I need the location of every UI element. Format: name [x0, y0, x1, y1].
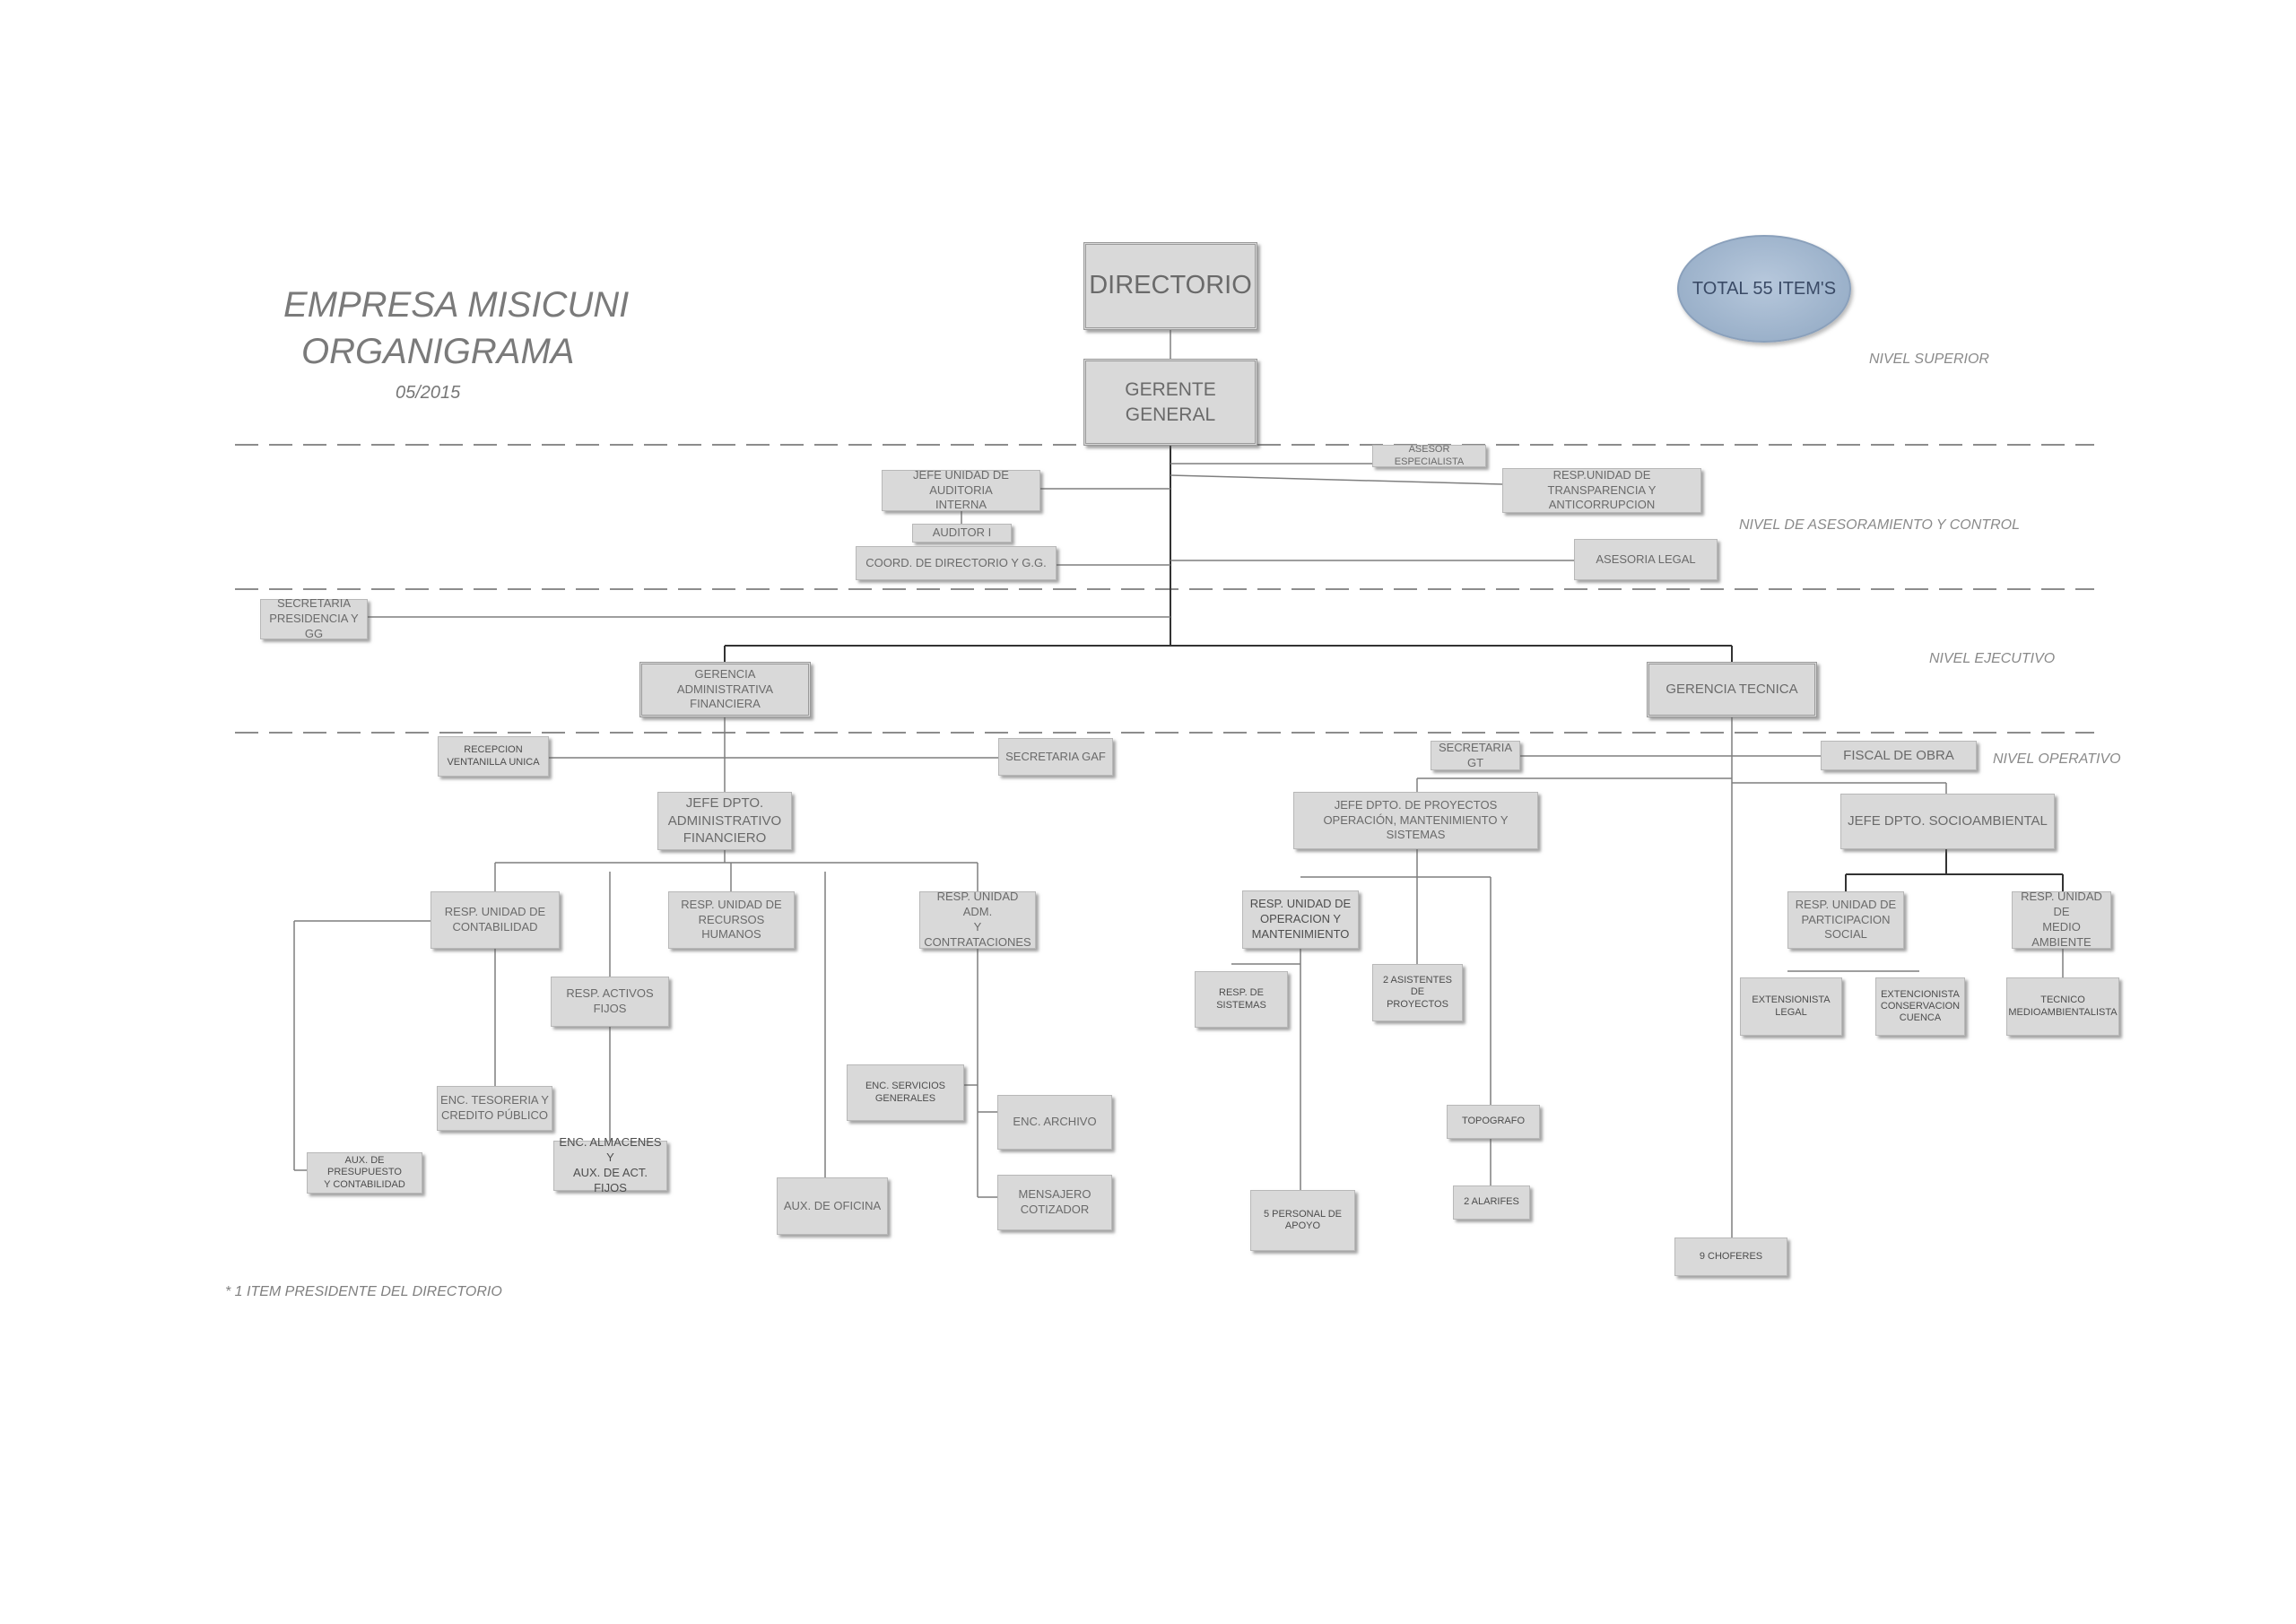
unit-gerente-general: GERENTE GENERAL	[1083, 359, 1257, 446]
unit-resp-activos-fijos: RESP. ACTIVOS FIJOS	[551, 977, 669, 1027]
unit-jefe-admin-financiero: JEFE DPTO. ADMINISTRATIVO FINANCIERO	[657, 792, 792, 850]
unit-aux-presupuesto: AUX. DE PRESUPUESTO Y CONTABILIDAD	[307, 1152, 422, 1194]
unit-fiscal-obra: FISCAL DE OBRA	[1821, 741, 1977, 770]
unit-jefe-socioambiental: JEFE DPTO. SOCIOAMBIENTAL	[1840, 794, 2055, 849]
unit-asistentes-proyectos: 2 ASISTENTES DE PROYECTOS	[1372, 964, 1463, 1021]
unit-resp-operacion-mantenimiento: RESP. UNIDAD DE OPERACION Y MANTENIMIENT…	[1242, 890, 1359, 949]
unit-resp-sistemas: RESP. DE SISTEMAS	[1195, 971, 1288, 1028]
unit-directorio: DIRECTORIO	[1083, 242, 1257, 330]
total-items-badge: TOTAL 55 ITEM'S	[1677, 235, 1851, 343]
chart-date: 05/2015	[396, 383, 461, 403]
unit-secretaria-gaf: SECRETARIA GAF	[998, 738, 1113, 776]
unit-gerencia-tecnica: GERENCIA TECNICA	[1647, 662, 1817, 717]
unit-topografo: TOPOGRAFO	[1447, 1105, 1540, 1139]
unit-resp-adm-contrataciones: RESP. UNIDAD ADM. Y CONTRATACIONES	[919, 890, 1036, 949]
unit-jefe-proyectos: JEFE DPTO. DE PROYECTOS OPERACIÓN, MANTE…	[1293, 792, 1538, 849]
unit-auditor: AUDITOR I	[912, 524, 1012, 543]
unit-enc-archivo: ENC. ARCHIVO	[997, 1095, 1112, 1150]
chart-title-line1: EMPRESA MISICUNI	[283, 285, 630, 325]
level-label-ejecutivo: NIVEL EJECUTIVO	[1929, 651, 2056, 666]
chart-title-line2: ORGANIGRAMA	[301, 332, 575, 371]
unit-recepcion: RECEPCION VENTANILLA UNICA	[438, 736, 549, 777]
unit-choferes: 9 CHOFERES	[1674, 1238, 1787, 1276]
unit-resp-participacion-social: RESP. UNIDAD DE PARTICIPACION SOCIAL	[1787, 891, 1904, 949]
unit-resp-medio-ambiente: RESP. UNIDAD DE MEDIO AMBIENTE	[2012, 890, 2111, 949]
level-label-superior: NIVEL SUPERIOR	[1869, 352, 1989, 367]
unit-gerencia-administrativa: GERENCIA ADMINISTRATIVA FINANCIERA	[639, 662, 811, 717]
unit-enc-tesoreria: ENC. TESORERIA Y CREDITO PÚBLICO	[437, 1086, 552, 1131]
unit-resp-contabilidad: RESP. UNIDAD DE CONTABILIDAD	[430, 891, 560, 949]
unit-extencionista-cuenca: EXTENCIONISTA CONSERVACION CUENCA	[1875, 977, 1965, 1036]
unit-asesor-especialista: ASESOR ESPECIALISTA	[1372, 444, 1486, 467]
unit-aux-oficina: AUX. DE OFICINA	[777, 1177, 888, 1235]
footnote: * 1 ITEM PRESIDENTE DEL DIRECTORIO	[225, 1284, 502, 1299]
unit-extensionista-legal: EXTENSIONISTA LEGAL	[1740, 977, 1842, 1036]
unit-secretaria-presidencia: SECRETARIA PRESIDENCIA Y GG	[260, 596, 368, 640]
level-label-operativo: NIVEL OPERATIVO	[1993, 751, 2121, 767]
unit-asesoria-legal: ASESORIA LEGAL	[1574, 539, 1718, 580]
unit-enc-servicios-generales: ENC. SERVICIOS GENERALES	[847, 1064, 964, 1121]
unit-tecnico-medioambientalista: TECNICO MEDIOAMBIENTALISTA	[2006, 977, 2119, 1036]
unit-secretaria-gt: SECRETARIA GT	[1431, 741, 1520, 770]
unit-coord-directorio: COORD. DE DIRECTORIO Y G.G.	[856, 546, 1057, 580]
unit-resp-recursos-humanos: RESP. UNIDAD DE RECURSOS HUMANOS	[668, 891, 795, 949]
level-label-asesoramiento: NIVEL DE ASESORAMIENTO Y CONTROL	[1739, 517, 2020, 533]
unit-resp-transparencia: RESP.UNIDAD DE TRANSPARENCIA Y ANTICORRU…	[1502, 468, 1701, 513]
unit-mensajero: MENSAJERO COTIZADOR	[997, 1175, 1112, 1230]
unit-personal-apoyo: 5 PERSONAL DE APOYO	[1250, 1190, 1355, 1251]
unit-alarifes: 2 ALARIFES	[1453, 1185, 1530, 1220]
unit-enc-almacenes: ENC. ALMACENES Y AUX. DE ACT. FIJOS	[553, 1135, 667, 1194]
unit-jefe-auditoria: JEFE UNIDAD DE AUDITORIA INTERNA	[882, 468, 1040, 511]
